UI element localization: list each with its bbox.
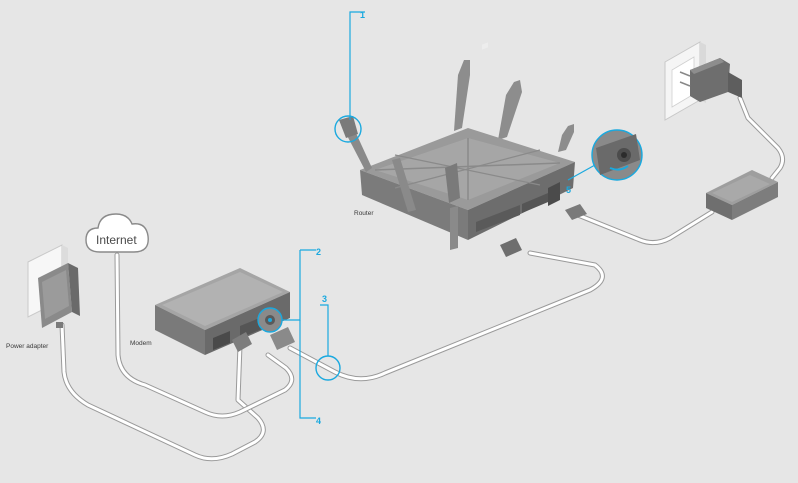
callout-number: 5 — [566, 185, 571, 195]
router-antenna — [339, 116, 358, 138]
modem-power-adapter — [28, 245, 80, 328]
modem-port-zoom — [258, 308, 282, 332]
power-adapter-label: Power adapter — [6, 343, 49, 350]
router-power-adapter — [706, 170, 778, 220]
callout-number: 4 — [316, 416, 321, 426]
router-antenna — [450, 206, 458, 250]
callout-number: 2 — [316, 247, 321, 257]
internet-label: Internet — [96, 233, 137, 247]
callout-number: 1 — [360, 10, 365, 20]
callout-number: 3 — [322, 294, 327, 304]
router-antenna — [498, 80, 522, 140]
router-antenna — [558, 124, 574, 152]
internet-cloud: Internet — [86, 214, 148, 252]
router — [339, 42, 575, 250]
router-label: Router — [354, 210, 374, 217]
router-antenna — [454, 60, 470, 131]
modem-label: Modem — [130, 340, 152, 347]
callout-5: 5 — [566, 185, 571, 195]
router-ethernet-connector — [500, 238, 522, 257]
router-power-port-zoom — [568, 130, 642, 180]
